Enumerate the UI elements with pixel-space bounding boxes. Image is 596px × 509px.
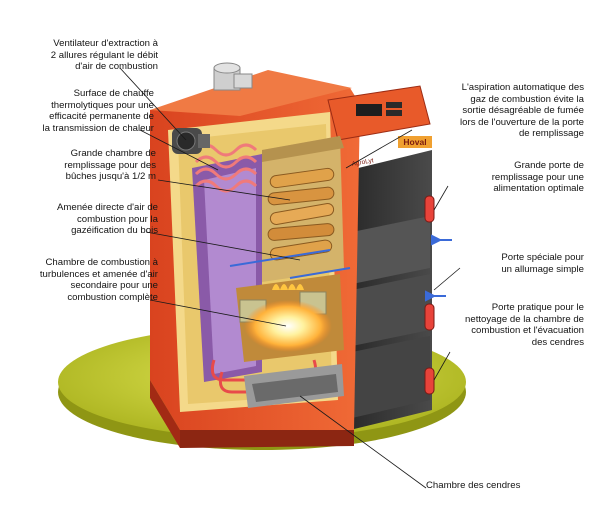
leader-fan [119,67,187,141]
door-handle-middle [424,303,435,331]
label-loading-chamber: Grande chambre de remplissage pour des b… [64,148,156,183]
label-flue-aspiration: L'aspiration automatique des gaz de comb… [460,82,584,140]
combustion-flame [244,300,332,352]
leader-surface [139,129,219,171]
extraction-fan [172,128,210,154]
leader-lines [119,67,461,489]
ash-chamber [244,364,344,408]
label-air-supply: Amenée directe d'air de combustion pour … [56,202,158,237]
flame-tongues [272,284,304,290]
brand-plate: Hoval [398,136,432,148]
fuel-chamber [262,136,344,282]
chimney [213,62,253,91]
leader-air [145,231,301,261]
leader-chamber [157,179,291,201]
leader-aspiration [345,129,413,169]
leader-bigdoor [433,185,449,211]
label-combustion-chamber: Chambre de combustion à turbulences et a… [39,257,158,303]
label-heating-surface: Surface de chauffe thermolytiques pour u… [42,88,154,134]
model-plate-text: AgroLyt [351,157,374,168]
brand-plate-text: Hoval [403,137,426,147]
door-handles [424,195,435,395]
boiler-right-side [350,150,432,430]
control-panel [327,85,431,141]
leader-cleaning [433,351,451,381]
display-screen [356,104,382,116]
label-ignition-door: Porte spéciale pour un allumage simple [501,252,584,275]
door-handle-bottom [424,367,435,395]
combustion-chamber [236,274,344,362]
leader-combustion [149,299,287,327]
air-supply-arrows [229,234,452,302]
wood-logs [267,167,335,261]
label-cleaning-door: Porte pratique pour le nettoyage de la c… [465,302,584,348]
door-handle-top [424,195,435,223]
leader-ash [299,395,427,489]
label-extraction-fan: Ventilateur d'extraction à 2 allures rég… [50,38,158,73]
label-ash-chamber: Chambre des cendres [426,480,521,491]
leader-ignition [433,267,461,291]
label-loading-door: Grande porte de remplissage pour une ali… [491,160,584,195]
